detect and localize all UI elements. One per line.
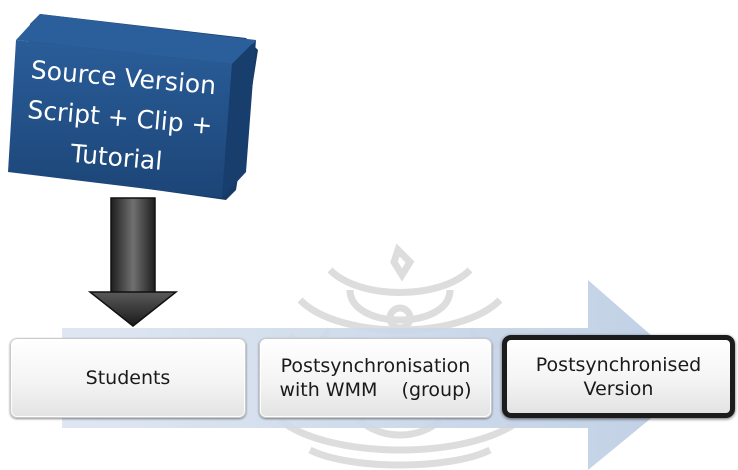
step-postsynchronised-version-box: Postsynchronised Version xyxy=(502,335,735,418)
step-postsynchronised-version-label: Postsynchronised Version xyxy=(535,353,702,400)
step-students-box: Students xyxy=(10,338,246,418)
step-postsynchronisation-label: Postsynchronisation with WMM (group) xyxy=(279,355,472,401)
step-postsynchronisation-box: Postsynchronisation with WMM (group) xyxy=(259,338,492,418)
step-students-label: Students xyxy=(85,367,171,389)
